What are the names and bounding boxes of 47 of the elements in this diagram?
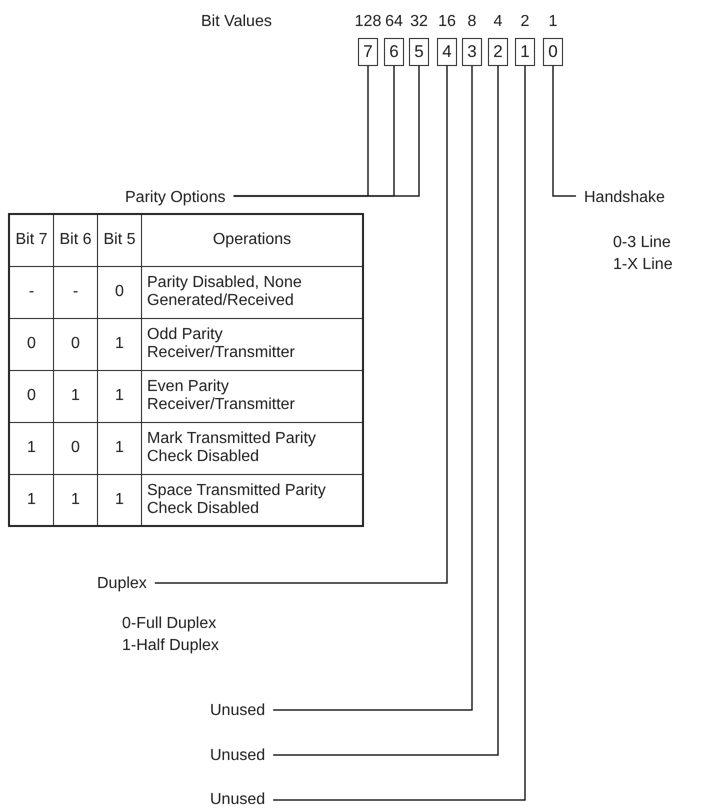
note-text: 1-Half Duplex	[122, 636, 219, 655]
note-text: 0-Full Duplex	[122, 614, 216, 633]
field-label: Unused	[210, 790, 266, 809]
bit-setting-cell: 1	[54, 370, 98, 422]
bit-setting-cell: 1	[98, 422, 142, 474]
leader-line	[154, 66, 448, 584]
bit-value-label: 16	[438, 12, 456, 31]
bit-box: 1	[515, 38, 535, 66]
bit-box: 7	[358, 38, 378, 66]
field-label: Unused	[210, 701, 266, 720]
column-header: Bit 7	[9, 214, 54, 266]
note-text: 1-X Line	[613, 255, 673, 274]
bit-box: 6	[384, 38, 404, 66]
caption-text: Bit Values	[201, 12, 272, 31]
bit-value-label: 2	[520, 12, 530, 31]
field-label: Handshake	[584, 188, 665, 207]
column-header: Bit 5	[98, 214, 142, 266]
bit-box: 4	[437, 38, 457, 66]
field-label: Unused	[210, 746, 266, 765]
bit-value-label: 128	[354, 12, 382, 31]
leader-line	[552, 66, 576, 197]
field-label: Duplex	[97, 574, 147, 593]
leader-line	[273, 66, 526, 801]
column-header: Bit 6	[54, 214, 98, 266]
bit-setting-cell: 0	[9, 318, 54, 370]
bit-box: 2	[488, 38, 508, 66]
bit-setting-cell: 0	[9, 370, 54, 422]
bit-box: 0	[543, 38, 563, 66]
field-label: Parity Options	[125, 188, 226, 207]
leader-line	[273, 66, 499, 756]
bit-value-label: 4	[494, 12, 502, 31]
note-text: 0-3 Line	[613, 233, 671, 252]
bit-setting-cell: 0	[54, 422, 98, 474]
bit-setting-cell: 0	[98, 266, 142, 318]
bit-setting-cell: -	[9, 266, 54, 318]
bit-value-label: 32	[410, 12, 428, 31]
bit-value-label: 8	[468, 12, 476, 31]
leader-line	[273, 66, 473, 711]
bit-setting-cell: -	[54, 266, 98, 318]
bit-box: 3	[462, 38, 482, 66]
bit-setting-cell: 1	[98, 370, 142, 422]
bit-setting-cell: 1	[98, 318, 142, 370]
bit-box: 5	[409, 38, 429, 66]
bit-setting-cell: 1	[9, 422, 54, 474]
bit-value-label: 1	[548, 12, 558, 31]
bit-value-label: 64	[385, 12, 403, 31]
bit-setting-cell: 0	[54, 318, 98, 370]
